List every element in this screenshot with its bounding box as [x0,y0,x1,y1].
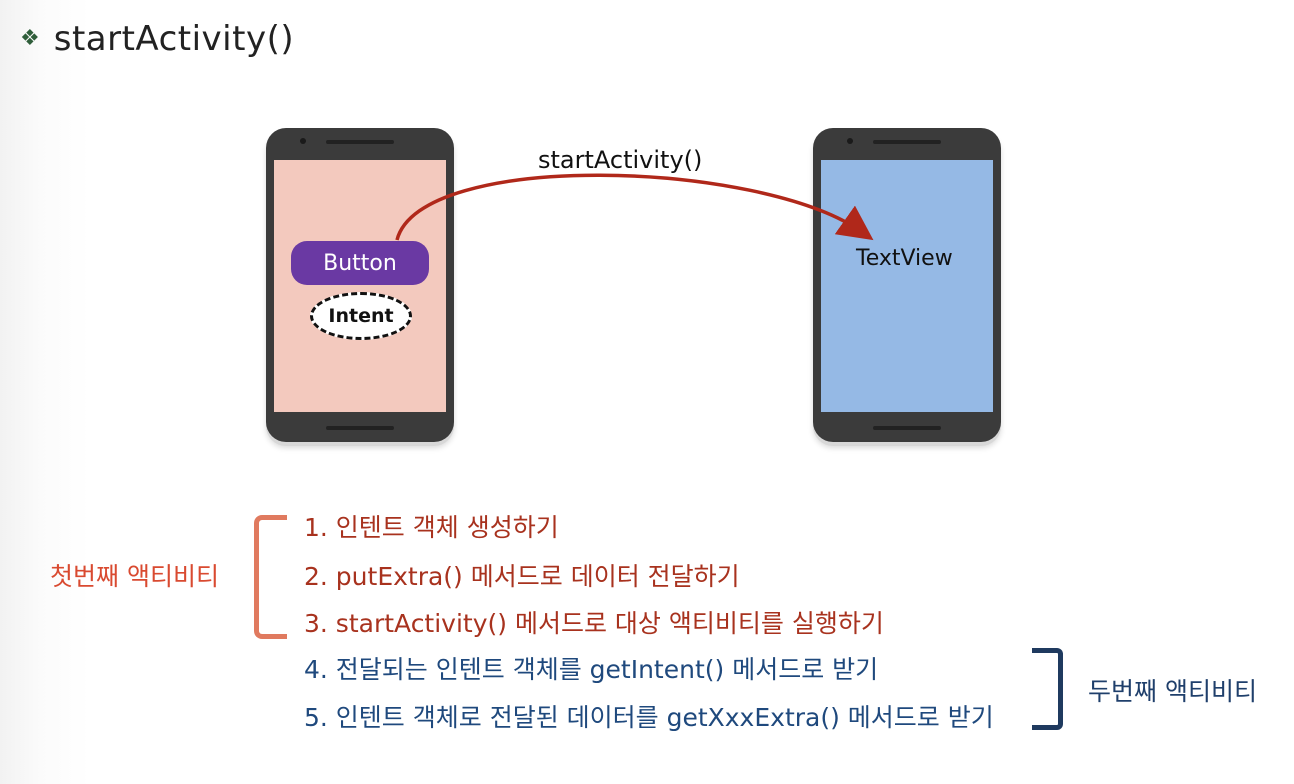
step-item: 5. 인텐트 객체로 전달된 데이터를 getXxxExtra() 메서드로 받… [304,698,994,734]
second-activity-bracket [1032,648,1063,730]
arrow-label: startActivity() [538,146,702,174]
first-activity-bracket [254,515,287,639]
step-item: 3. startActivity() 메서드로 대상 액티비티를 실행하기 [304,604,884,640]
textview-widget: TextView [856,246,953,271]
first-activity-label: 첫번째 액티비티 [50,557,219,593]
intent-bubble: Intent [310,292,412,340]
button-widget[interactable]: Button [291,241,429,285]
step-item: 4. 전달되는 인텐트 객체를 getIntent() 메서드로 받기 [304,650,878,686]
step-item: 1. 인텐트 객체 생성하기 [304,508,559,544]
second-activity-label: 두번째 액티비티 [1088,672,1257,708]
arrow-curve [397,175,862,240]
step-item: 2. putExtra() 메서드로 데이터 전달하기 [304,557,740,593]
